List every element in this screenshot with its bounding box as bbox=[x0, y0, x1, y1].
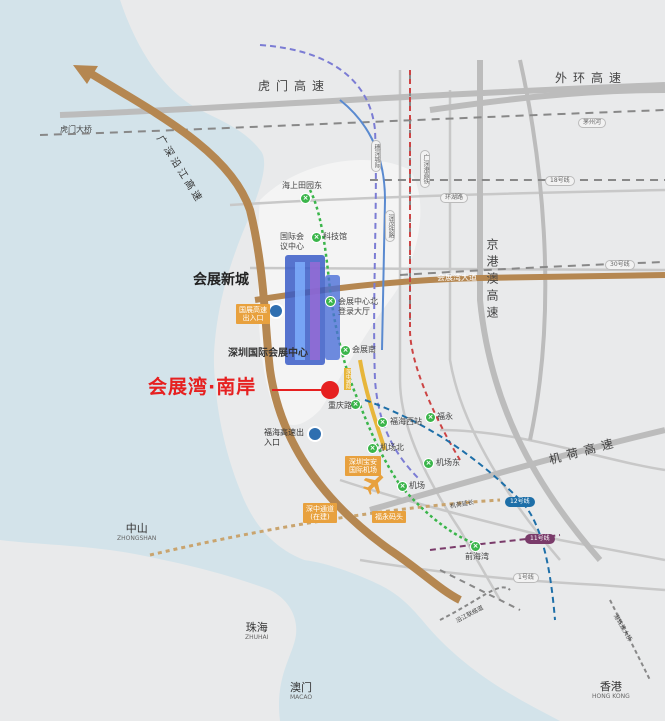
airport-label: 深圳宝安国际机场 bbox=[345, 456, 381, 477]
loop-road bbox=[518, 59, 548, 441]
rail-tag-1: 穗深城际 bbox=[371, 140, 381, 172]
metro-yellow-tag: 深中城际 bbox=[344, 368, 351, 390]
fuyong-pier-label: 福永码头 bbox=[372, 511, 406, 524]
line12-tag: 12号线 bbox=[505, 497, 535, 507]
land-zhuhai bbox=[0, 540, 297, 721]
station-huizhan-south-label: 会展南 bbox=[352, 345, 376, 354]
project-location-marker bbox=[321, 381, 339, 399]
rail-tag-2: 广深港高铁 bbox=[420, 150, 430, 188]
station-fuhai-west-label: 福海西站 bbox=[390, 417, 422, 426]
jihe-expressway bbox=[369, 427, 665, 513]
waihuan-expressway bbox=[429, 87, 665, 113]
humen-expressway-label: 虎门高速 bbox=[258, 79, 331, 93]
land-hongkong bbox=[556, 585, 665, 721]
guozhan-exit-label: 国展高速出入口 bbox=[236, 304, 270, 325]
rail-blue-dashed bbox=[259, 44, 421, 481]
metro-station-jichang-icon[interactable]: × bbox=[397, 481, 408, 492]
metro-station-fuyong-icon[interactable]: × bbox=[425, 412, 436, 423]
expo-boulevard-label: 会展湾大道 bbox=[437, 273, 477, 282]
metro-station-qianhaiwan-icon[interactable]: × bbox=[470, 541, 481, 552]
metro-station-keji-icon[interactable]: × bbox=[311, 232, 322, 243]
fuhai-exit-label: 福海高速出入口 bbox=[264, 428, 304, 447]
sz-intl-expo-label: 深圳国际会展中心 bbox=[228, 348, 308, 359]
expo-boulevard bbox=[254, 272, 665, 303]
jingaoao-expressway-label: 京港澳高速 bbox=[485, 238, 499, 323]
fuhai-exit-marker[interactable] bbox=[307, 426, 323, 442]
line18-tag: 18号线 bbox=[545, 176, 575, 186]
line30-tag: 30号线 bbox=[605, 260, 635, 270]
metro-station-chongqing-icon[interactable]: × bbox=[350, 399, 361, 410]
station-haishang-label: 海上田园东 bbox=[282, 181, 322, 190]
line11-tag: 11号线 bbox=[525, 534, 555, 544]
sea-west bbox=[0, 0, 520, 721]
station-jichang-label: 机场 bbox=[409, 481, 425, 490]
metro-station-haishang-icon[interactable]: × bbox=[300, 193, 311, 204]
jingaoao-expressway bbox=[477, 60, 603, 562]
metro-station-fuhai-west-icon[interactable]: × bbox=[377, 417, 388, 428]
metro-station-huizhan-north-icon[interactable]: × bbox=[325, 296, 336, 307]
huizhan-new-city-label: 会展新城 bbox=[193, 272, 249, 288]
guangshen-coastal-highway bbox=[82, 66, 462, 604]
metro-station-jichang-east-icon[interactable]: × bbox=[423, 458, 434, 469]
station-qianhaiwan-label: 前海湾 bbox=[465, 552, 489, 561]
station-fuyong-label: 福永 bbox=[437, 412, 453, 421]
station-jichang-north-label: 机场北 bbox=[380, 443, 404, 452]
waihuan-expressway-label: 外环高速 bbox=[555, 71, 628, 85]
station-jichang-east-label: 机场东 bbox=[436, 458, 460, 467]
metro-line-11 bbox=[429, 534, 561, 551]
station-chongqing-label: 重庆路 bbox=[328, 401, 352, 410]
metro-line-yellow bbox=[358, 359, 387, 451]
rail-tag-3: 深茂铁路 bbox=[385, 210, 395, 242]
metro-station-jichang-north-icon[interactable]: × bbox=[367, 443, 378, 454]
metro-station-huizhan-south-icon[interactable]: × bbox=[340, 345, 351, 356]
station-guoji-label: 国际会议中心 bbox=[280, 232, 304, 251]
guozhan-exit-marker[interactable] bbox=[268, 303, 284, 319]
humen-expressway bbox=[59, 82, 665, 118]
line1-tag: 1号线 bbox=[513, 573, 539, 583]
humen-bridge-label: 虎门大桥 bbox=[60, 125, 92, 134]
station-keji-label: 科技馆 bbox=[323, 232, 347, 241]
airport-plane-icon bbox=[362, 474, 384, 496]
expo-center-halls bbox=[285, 255, 340, 365]
huanhu-pill: 环湖路 bbox=[440, 193, 469, 203]
south-pill: 茅州河 bbox=[578, 118, 607, 128]
project-name-label: 会展湾·南岸 bbox=[148, 376, 257, 398]
station-huizhan-north-label: 会展中心北登录大厅 bbox=[338, 297, 378, 316]
shenzhong-label: 深中通道(在建) bbox=[303, 503, 337, 524]
